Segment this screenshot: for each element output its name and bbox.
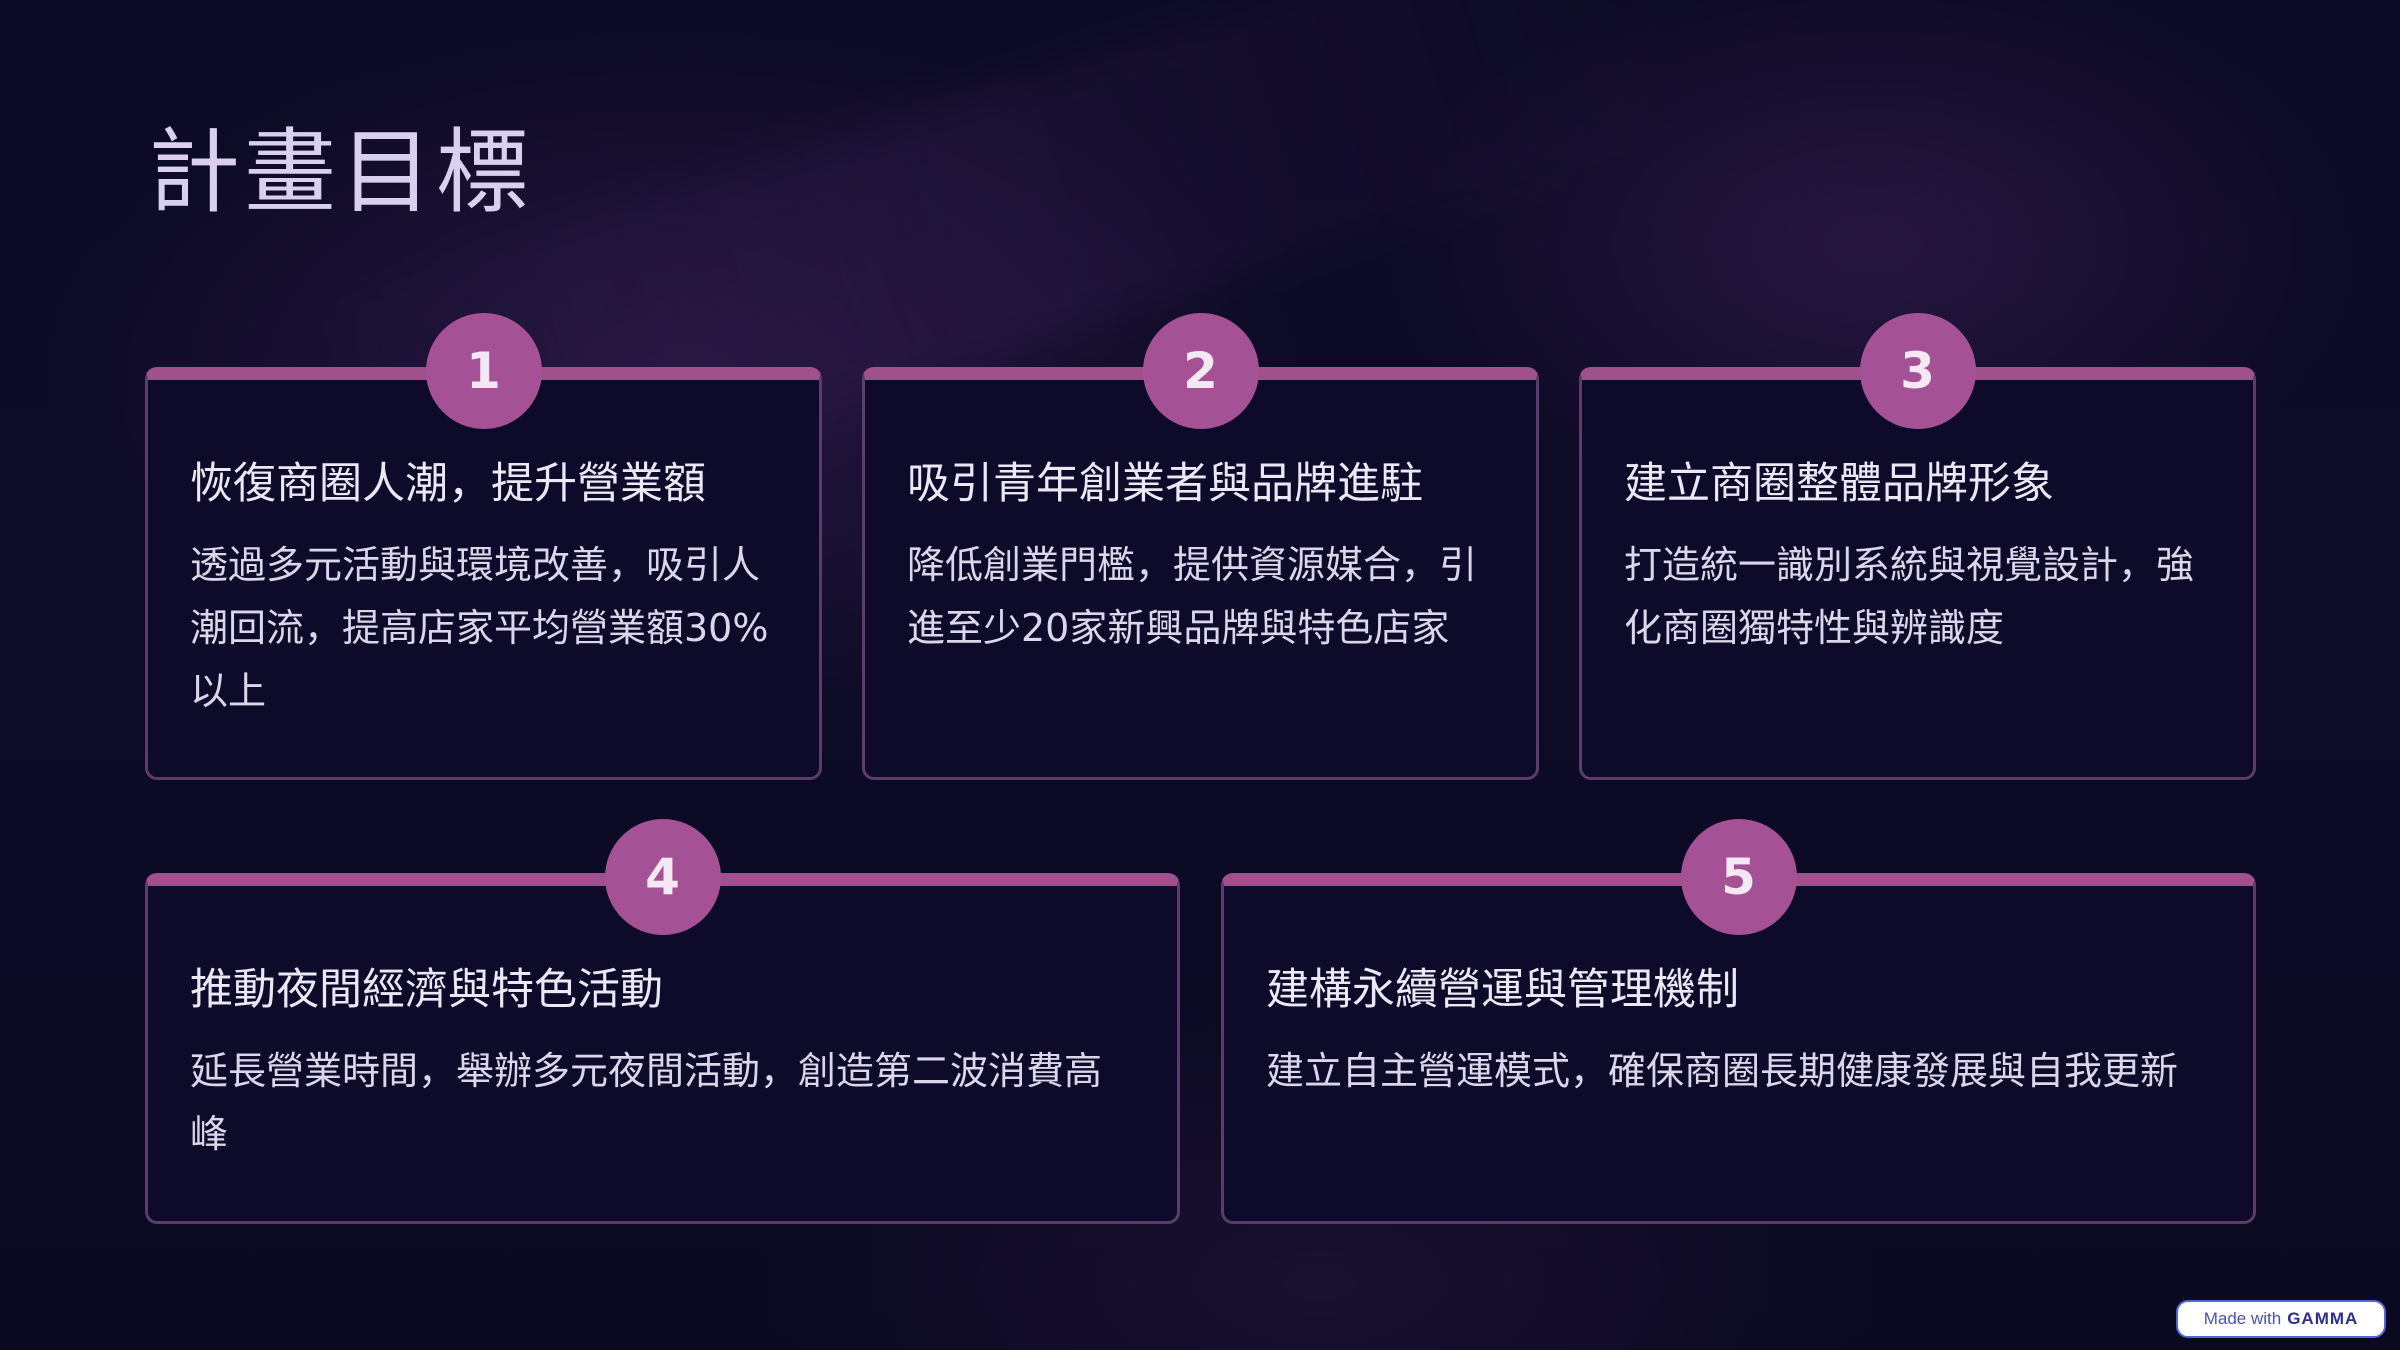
goal-title: 吸引青年創業者與品牌進駐 [907, 459, 1423, 509]
goal-description: 建立自主營運模式，確保商圈長期健康發展與自我更新 [1266, 1049, 2179, 1094]
goal-number-badge: 4 [604, 819, 721, 935]
goal-number-badge: 2 [1142, 313, 1259, 429]
gamma-logo: GAMMA [2287, 1309, 2359, 1328]
page-title: 計畫目標 [148, 119, 533, 226]
goal-card-2: 2 吸引青年創業者與品牌進駐 降低創業門檻，提供資源媒合，引進至少20家新興品牌… [862, 313, 1539, 780]
goal-description: 透過多元活動與環境改善，吸引人潮回流，提高店家平均營業額30%以上 [190, 543, 769, 713]
goal-number-badge: 1 [425, 313, 542, 429]
made-with-gamma-badge[interactable]: Made with GAMMA [2176, 1300, 2386, 1338]
goal-card-4: 4 推動夜間經濟與特色活動 延長營業時間，舉辦多元夜間活動，創造第二波消費高峰 [145, 819, 1180, 1224]
goal-title: 建立商圈整體品牌形象 [1624, 459, 2054, 509]
goal-title: 恢復商圈人潮，提升營業額 [190, 459, 706, 509]
goal-card-1: 1 恢復商圈人潮，提升營業額 透過多元活動與環境改善，吸引人潮回流，提高店家平均… [145, 313, 822, 780]
goal-title: 建構永續營運與管理機制 [1266, 965, 1739, 1015]
goal-number-badge: 3 [1859, 313, 1976, 429]
goal-title: 推動夜間經濟與特色活動 [190, 965, 663, 1015]
goal-description: 延長營業時間，舉辦多元夜間活動，創造第二波消費高峰 [190, 1049, 1103, 1156]
goal-number-badge: 5 [1680, 819, 1797, 935]
made-with-label: Made with [2203, 1309, 2282, 1328]
goal-card-5: 5 建構永續營運與管理機制 建立自主營運模式，確保商圈長期健康發展與自我更新 [1221, 819, 2256, 1224]
goal-description: 降低創業門檻，提供資源媒合，引進至少20家新興品牌與特色店家 [907, 543, 1478, 650]
goal-description: 打造統一識別系統與視覺設計，強化商圈獨特性與辨識度 [1624, 543, 2195, 650]
goal-card-3: 3 建立商圈整體品牌形象 打造統一識別系統與視覺設計，強化商圈獨特性與辨識度 [1579, 313, 2256, 780]
